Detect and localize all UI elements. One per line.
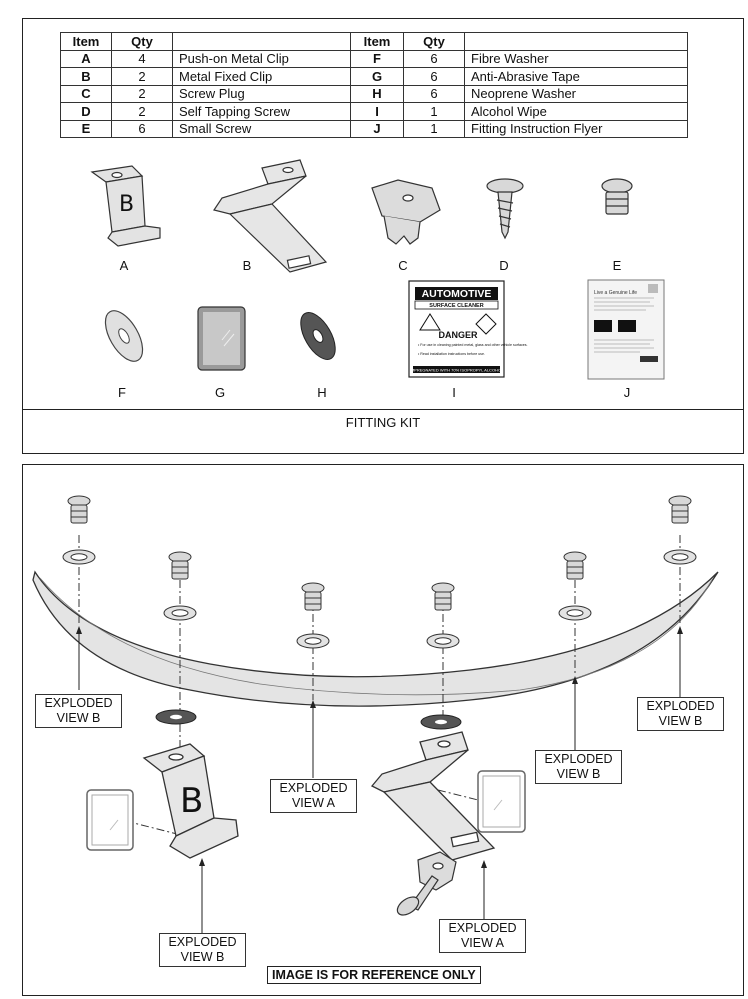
fibre-washer-icon bbox=[163, 605, 197, 621]
small-screw-icon bbox=[301, 582, 325, 611]
alcohol-wipe-icon bbox=[408, 280, 505, 378]
callout-exploded-view-a: EXPLODED VIEW A bbox=[439, 919, 526, 953]
small-screw-icon bbox=[67, 495, 91, 524]
self-tapping-screw-icon bbox=[396, 875, 439, 916]
item-description: Anti-Abrasive Tape bbox=[464, 67, 688, 86]
part-label-h: H bbox=[317, 385, 327, 400]
fibre-washer-icon bbox=[296, 633, 330, 649]
parts-illustrations: B bbox=[90, 159, 665, 380]
instruction-flyer-icon bbox=[587, 279, 665, 380]
callout-line: VIEW B bbox=[658, 714, 703, 728]
callout-exploded-view-b: EXPLODED VIEW B bbox=[637, 697, 724, 731]
item-description: Metal Fixed Clip bbox=[172, 67, 351, 86]
fibre-washer-icon bbox=[104, 310, 144, 362]
callout-exploded-view-a: EXPLODED VIEW A bbox=[270, 779, 357, 813]
wipe-brand: AUTOMOTIVE bbox=[422, 288, 492, 300]
callout-exploded-view-b: EXPLODED VIEW B bbox=[159, 933, 246, 967]
item-description: Fitting Instruction Flyer bbox=[464, 119, 688, 138]
anti-abrasive-tape-icon bbox=[86, 789, 134, 851]
item-description: Push-on Metal Clip bbox=[172, 49, 351, 68]
callout-line: EXPLODED bbox=[168, 935, 237, 949]
callout-line: EXPLODED bbox=[448, 921, 517, 935]
small-screw-icon bbox=[601, 178, 633, 215]
metal-fixed-clip-icon bbox=[213, 159, 328, 273]
small-screw-icon bbox=[563, 551, 587, 580]
spoiler-body bbox=[32, 570, 719, 707]
callout-line: VIEW B bbox=[556, 767, 601, 781]
clip-letter-b: B bbox=[180, 781, 203, 821]
table-row: D 2 Self Tapping Screw I 1 Alcohol Wipe bbox=[60, 102, 688, 121]
flyer-heading: Live a Genuine Life bbox=[594, 290, 637, 296]
parts-table: Item Qty Item Qty A 4 Push-on Metal Clip… bbox=[60, 32, 688, 138]
neoprene-washer-icon bbox=[300, 312, 336, 360]
item-description: Alcohol Wipe bbox=[464, 102, 688, 121]
callout-line: EXPLODED bbox=[279, 781, 348, 795]
table-row: B 2 Metal Fixed Clip G 6 Anti-Abrasive T… bbox=[60, 67, 688, 86]
wipe-subtitle: SURFACE CLEANER bbox=[429, 303, 483, 309]
wipe-warning: DANGER bbox=[438, 330, 478, 340]
callout-line: VIEW A bbox=[460, 936, 505, 950]
callout-line: EXPLODED bbox=[646, 699, 715, 713]
fibre-washer-icon bbox=[62, 549, 96, 565]
fibre-washer-icon bbox=[663, 549, 697, 565]
fibre-washer-icon bbox=[426, 633, 460, 649]
wipe-footer: IMPREGNATED WITH 70% ISOPROPYL ALCOHOL bbox=[410, 368, 504, 373]
screw-plug-icon bbox=[417, 851, 457, 891]
callout-exploded-view-b: EXPLODED VIEW B bbox=[535, 750, 622, 784]
callout-line: EXPLODED bbox=[544, 752, 613, 766]
part-label-i: I bbox=[452, 385, 456, 400]
part-label-b: B bbox=[242, 258, 252, 273]
anti-abrasive-tape-icon bbox=[197, 306, 246, 371]
callout-line: VIEW B bbox=[180, 950, 225, 964]
clip-letter-a: B bbox=[119, 192, 134, 217]
screw-plug-icon bbox=[371, 179, 441, 245]
metal-fixed-clip-icon bbox=[370, 731, 496, 861]
callout-line: VIEW A bbox=[291, 796, 336, 810]
item-description: Small Screw bbox=[172, 119, 351, 138]
push-on-clip-icon bbox=[142, 743, 239, 859]
fibre-washer-icon bbox=[558, 605, 592, 621]
part-label-a: A bbox=[119, 258, 129, 273]
neoprene-washer-icon bbox=[420, 714, 462, 730]
part-label-g: G bbox=[214, 385, 226, 400]
callout-line: EXPLODED bbox=[44, 696, 113, 710]
push-on-clip-icon bbox=[90, 165, 161, 247]
part-label-d: D bbox=[499, 258, 509, 273]
table-row: C 2 Screw Plug H 6 Neoprene Washer bbox=[60, 84, 688, 103]
table-row: E 6 Small Screw J 1 Fitting Instruction … bbox=[60, 119, 688, 138]
neoprene-washer-icon bbox=[155, 709, 197, 725]
part-label-j: J bbox=[623, 385, 631, 400]
callout-exploded-view-b: EXPLODED VIEW B bbox=[35, 694, 122, 728]
exploded-diagram-panel bbox=[22, 464, 744, 996]
wipe-line-2: • Read installation instructions before … bbox=[418, 352, 485, 356]
small-screw-icon bbox=[431, 582, 455, 611]
wipe-line-1: • For use in cleaning painted metal, gla… bbox=[418, 343, 528, 347]
kit-title: FITTING KIT bbox=[345, 415, 421, 430]
part-label-e: E bbox=[612, 258, 622, 273]
part-label-c: C bbox=[398, 258, 408, 273]
kit-divider bbox=[23, 409, 743, 410]
small-screw-icon bbox=[668, 495, 692, 524]
anti-abrasive-tape-icon bbox=[477, 770, 526, 833]
callout-line: VIEW B bbox=[56, 711, 101, 725]
reference-note: IMAGE IS FOR REFERENCE ONLY bbox=[267, 966, 481, 984]
small-screw-icon bbox=[168, 551, 192, 580]
item-description: Screw Plug bbox=[172, 84, 351, 103]
self-tapping-screw-icon bbox=[486, 178, 524, 240]
part-label-f: F bbox=[118, 385, 126, 400]
fitting-kit-panel: FITTING KIT bbox=[22, 18, 744, 454]
